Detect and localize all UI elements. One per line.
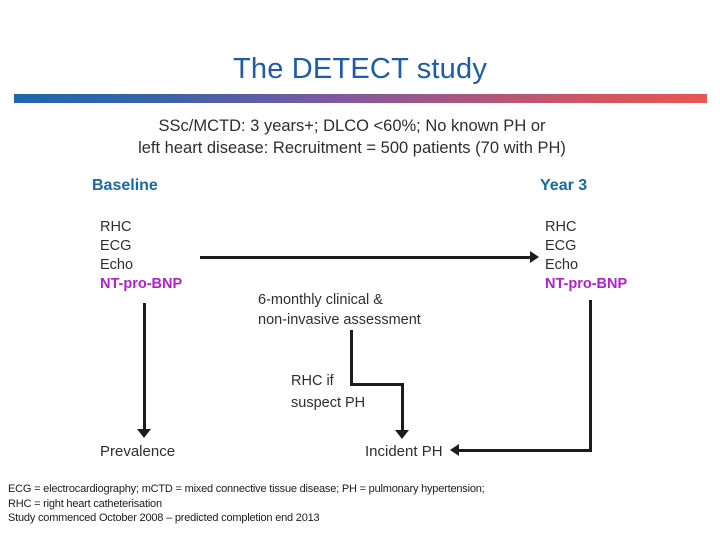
- year3-label: Year 3: [540, 177, 588, 194]
- inclusion-criteria-text: SSc/MCTD: 3 years+; DLCO <60%; No known …: [0, 116, 712, 159]
- rhc-suspect-line2: suspect PH: [291, 394, 366, 411]
- inclusion-criteria-line2: left heart disease: Recruitment = 500 pa…: [138, 138, 566, 157]
- down-arrowhead-icon: [395, 430, 409, 439]
- footnote-line1: ECG = electrocardiography; mCTD = mixed …: [8, 483, 485, 495]
- assessment-note: 6-monthly clinical & non-invasive assess…: [258, 290, 421, 330]
- prevalence-label: Prevalence: [100, 443, 176, 460]
- right-arrowhead-icon: [530, 251, 539, 263]
- year3-connector-horizontal: [459, 449, 592, 452]
- left-arrowhead-icon: [450, 444, 459, 456]
- year3-test-ntprobnp: NT-pro-BNP: [545, 276, 628, 292]
- baseline-label: Baseline: [92, 177, 158, 194]
- year3-test-ecg: ECG: [545, 238, 577, 254]
- incident-ph-label: Incident PH: [365, 443, 443, 460]
- baseline-test-ecg: ECG: [100, 238, 132, 254]
- assessment-note-line2: non-invasive assessment: [258, 312, 421, 328]
- slide-title: The DETECT study: [232, 53, 488, 85]
- rhc-suspect-note: RHC if suspect PH: [291, 371, 365, 414]
- baseline-test-ntprobnp: NT-pro-BNP: [100, 276, 183, 292]
- baseline-tests-column: RHC ECG Echo NT-pro-BNP: [100, 218, 182, 294]
- title-divider-bar: [14, 94, 707, 103]
- assessment-note-line1: 6-monthly clinical &: [258, 292, 383, 308]
- assessment-connector-horizontal: [350, 383, 404, 386]
- inclusion-criteria-line1: SSc/MCTD: 3 years+; DLCO <60%; No known …: [158, 117, 546, 135]
- year3-connector-vertical: [589, 300, 592, 452]
- year3-tests-column: RHC ECG Echo NT-pro-BNP: [545, 218, 627, 294]
- year3-test-echo: Echo: [545, 257, 579, 273]
- footnotes: ECG = electrocardiography; mCTD = mixed …: [8, 482, 485, 526]
- baseline-test-rhc: RHC: [100, 219, 132, 235]
- incident-connector-vertical: [401, 383, 404, 430]
- prevalence-arrow-shaft: [143, 303, 146, 429]
- footnote-line3: Study commenced October 2008 – predicted…: [8, 512, 320, 524]
- baseline-test-echo: Echo: [100, 257, 134, 273]
- down-arrowhead-icon: [137, 429, 151, 438]
- assessment-connector-vertical: [350, 330, 353, 386]
- year3-test-rhc: RHC: [545, 219, 577, 235]
- footnote-line2: RHC = right heart catheterisation: [8, 497, 162, 510]
- baseline-to-year3-arrow-shaft: [200, 256, 530, 259]
- rhc-suspect-line1: RHC if: [291, 373, 334, 389]
